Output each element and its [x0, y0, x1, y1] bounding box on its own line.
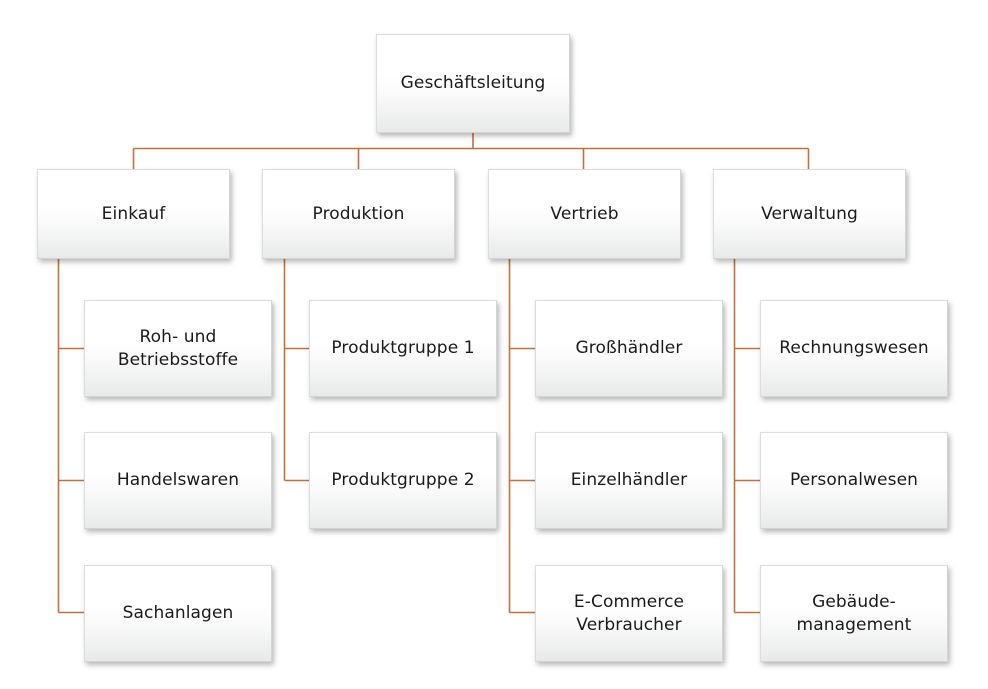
node-grosshaendler[interactable]: Großhändler	[535, 300, 723, 397]
node-label: E-Commerce Verbraucher	[573, 592, 685, 635]
node-einkauf[interactable]: Einkauf	[37, 169, 230, 259]
node-rechnungswesen[interactable]: Rechnungswesen	[760, 300, 948, 397]
node-produktgruppe-1[interactable]: Produktgruppe 1	[309, 300, 497, 397]
node-label: Roh- und Betriebsstoffe	[117, 327, 239, 370]
node-handelswaren[interactable]: Handelswaren	[84, 432, 272, 529]
node-label: Produktgruppe 1	[331, 338, 475, 359]
node-label: Personalwesen	[789, 470, 919, 491]
node-sachanlagen[interactable]: Sachanlagen	[84, 565, 272, 662]
node-label: Produktion	[312, 203, 405, 224]
node-e-commerce-verbraucher[interactable]: E-Commerce Verbraucher	[535, 565, 723, 662]
node-label: Gebäude- management	[796, 592, 912, 635]
node-label: Verwaltung	[761, 203, 858, 224]
node-einzelhaendler[interactable]: Einzelhändler	[535, 432, 723, 529]
node-vertrieb[interactable]: Vertrieb	[488, 169, 681, 259]
node-produktion[interactable]: Produktion	[262, 169, 455, 259]
node-label: Handelswaren	[116, 470, 240, 491]
node-label: Rechnungswesen	[779, 338, 929, 359]
node-personalwesen[interactable]: Personalwesen	[760, 432, 948, 529]
node-produktgruppe-2[interactable]: Produktgruppe 2	[309, 432, 497, 529]
node-verwaltung[interactable]: Verwaltung	[713, 169, 906, 259]
node-label: Großhändler	[575, 338, 683, 359]
node-roh-und-betriebsstoffe[interactable]: Roh- und Betriebsstoffe	[84, 300, 272, 397]
node-gebaeudemanagement[interactable]: Gebäude- management	[760, 565, 948, 662]
node-label: Einkauf	[101, 203, 166, 224]
node-label: Einzelhändler	[570, 470, 688, 491]
node-label: Vertrieb	[550, 203, 619, 224]
node-geschaeftsleitung[interactable]: Geschäftsleitung	[376, 34, 570, 133]
node-label: Sachanlagen	[122, 603, 234, 624]
node-label: Produktgruppe 2	[331, 470, 475, 491]
node-label: Geschäftsleitung	[400, 73, 546, 94]
